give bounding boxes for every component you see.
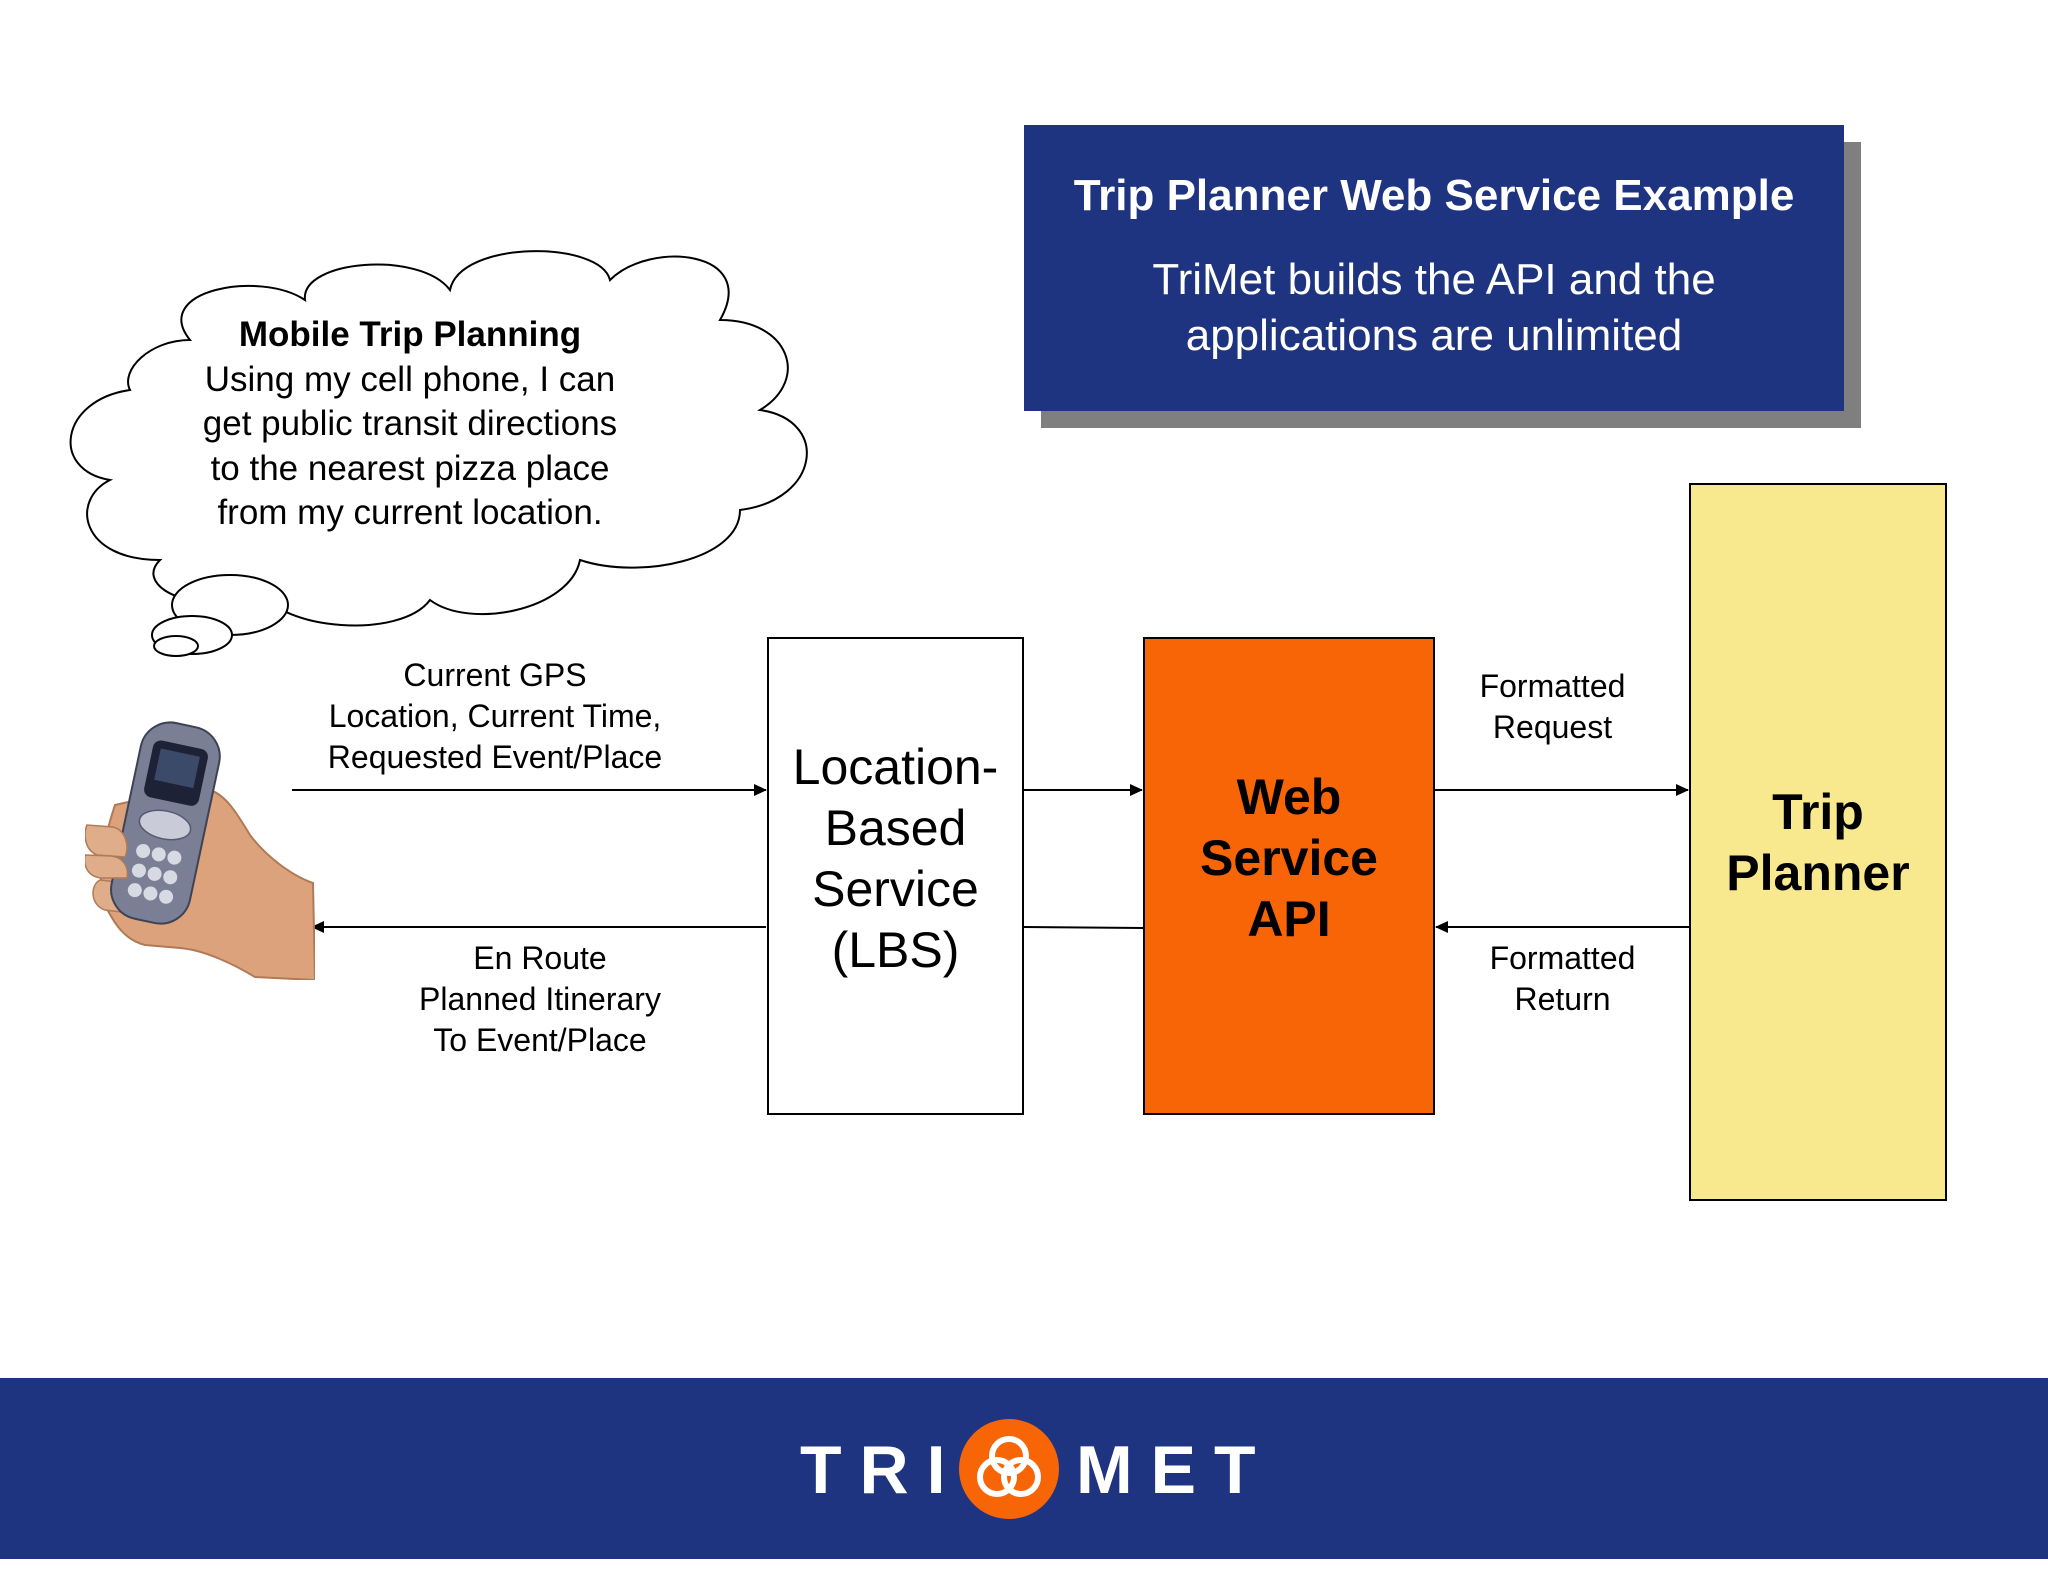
thought-cloud-line: Using my cell phone, I can xyxy=(204,359,616,399)
box-label-line: Service xyxy=(812,860,979,917)
thought-cloud-text: Mobile Trip Planning Using my cell phone… xyxy=(150,313,670,536)
label-formatted-return: Formatted Return xyxy=(1460,938,1665,1020)
box-label-line: API xyxy=(1247,891,1331,947)
title-heading: Trip Planner Web Service Example xyxy=(1073,171,1795,220)
box-label-line: (LBS) xyxy=(831,921,960,978)
label-line: En Route xyxy=(473,940,607,976)
logo-text-tri: TRI xyxy=(800,1432,964,1508)
thought-cloud-heading: Mobile Trip Planning xyxy=(238,315,582,354)
label-line: Request xyxy=(1492,709,1613,745)
label-line: Location, Current Time, xyxy=(328,698,662,734)
label-line: Requested Event/Place xyxy=(327,739,663,775)
label-line: Planned Itinerary xyxy=(419,981,661,1017)
box-label-line: Planner xyxy=(1726,845,1910,901)
box-label-line: Location- xyxy=(792,738,999,795)
thought-cloud-line: get public transit directions xyxy=(202,404,618,443)
planner-label: Trip Planner xyxy=(1726,782,1909,1199)
thought-cloud-line: from my current location. xyxy=(217,493,603,532)
hand-holding-phone-icon xyxy=(85,721,315,980)
trip-planner-box: Trip Planner xyxy=(1689,483,1947,1201)
lbs-box: Location- Based Service (LBS) xyxy=(767,637,1024,1115)
api-label: Web Service API xyxy=(1200,767,1378,950)
web-service-api-box: Web Service API xyxy=(1143,637,1435,1115)
label-line: Formatted xyxy=(1489,940,1636,976)
title-subtitle: TriMet builds the API and the applicatio… xyxy=(1024,252,1844,364)
thought-bubble-small xyxy=(151,615,233,657)
box-label-line: Based xyxy=(824,799,967,856)
label-line: To Event/Place xyxy=(433,1022,647,1058)
label-line: Formatted xyxy=(1479,668,1626,704)
label-formatted-request: Formatted Request xyxy=(1450,666,1655,748)
box-label-line: Service xyxy=(1200,830,1378,886)
label-request: Current GPS Location, Current Time, Requ… xyxy=(295,655,695,778)
title-subtitle-line: TriMet builds the API and the xyxy=(1152,255,1716,304)
label-line: Return xyxy=(1514,981,1611,1017)
thought-cloud-line: to the nearest pizza place xyxy=(210,448,610,488)
box-label-line: Web xyxy=(1236,769,1342,825)
label-line: Current GPS xyxy=(403,657,587,693)
title-box: Trip Planner Web Service Example TriMet … xyxy=(1024,125,1844,411)
box-label-line: Trip xyxy=(1772,784,1864,840)
trimet-logo-icon xyxy=(959,1419,1059,1519)
line-api-to-lbs xyxy=(1023,926,1144,929)
lbs-label: Location- Based Service (LBS) xyxy=(793,737,999,981)
logo-text-met: MET xyxy=(1076,1432,1274,1508)
thought-bubble-medium xyxy=(171,574,289,636)
label-return: En Route Planned Itinerary To Event/Plac… xyxy=(380,938,700,1061)
title-subtitle-line: applications are unlimited xyxy=(1185,311,1683,360)
